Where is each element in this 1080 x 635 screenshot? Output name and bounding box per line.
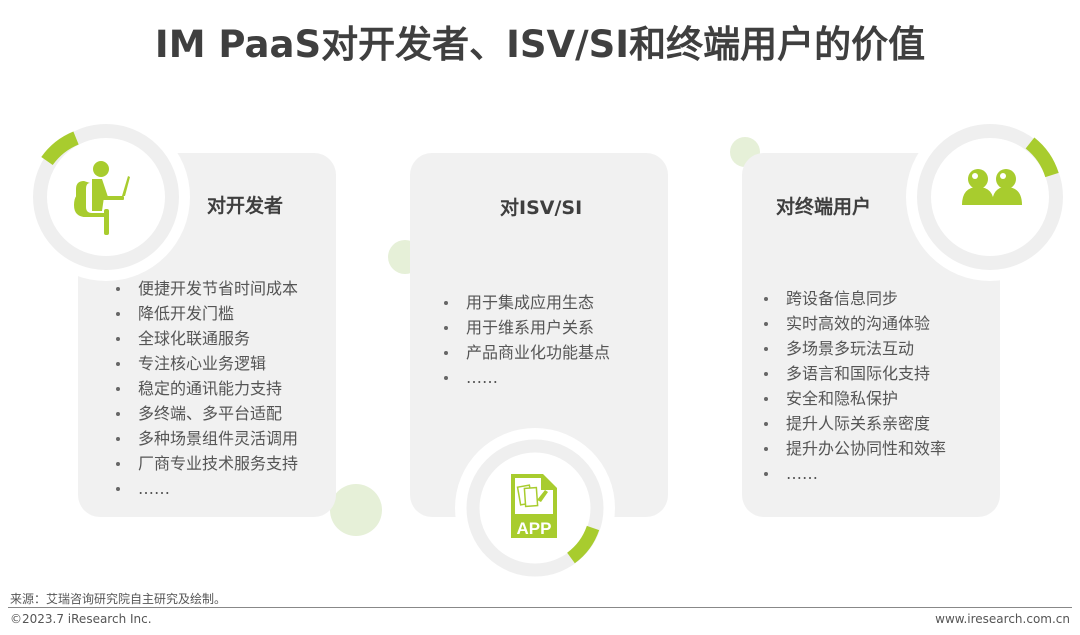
developer-at-laptop-icon: [74, 161, 130, 235]
ring-progress-icon: [33, 124, 179, 270]
list-item: ……: [439, 365, 610, 390]
list-item: 用于集成应用生态: [439, 290, 610, 315]
list-item: ……: [111, 476, 298, 501]
list-item: 提升办公协同性和效率: [759, 436, 946, 461]
isv-benefits-list: 用于集成应用生态 用于维系用户关系 产品商业化功能基点 ……: [439, 290, 610, 390]
source-note: 来源：艾瑞咨询研究院自主研究及绘制。: [10, 592, 227, 606]
list-item: 稳定的通讯能力支持: [111, 376, 298, 401]
list-item: 跨设备信息同步: [759, 286, 946, 311]
decorative-circle: [330, 484, 382, 536]
list-item: 降低开发门槛: [111, 301, 298, 326]
list-item: 安全和隐私保护: [759, 386, 946, 411]
list-item: 专注核心业务逻辑: [111, 351, 298, 376]
footer-divider: [8, 607, 1072, 608]
users-ring: [906, 113, 1074, 281]
card-title-developers: 对开发者: [207, 195, 284, 217]
card-title-end-users: 对终端用户: [776, 196, 872, 218]
svg-text:APP: APP: [517, 519, 552, 538]
list-item: 多场景多玩法互动: [759, 336, 946, 361]
list-item: 多终端、多平台适配: [111, 401, 298, 426]
list-item: 产品商业化功能基点: [439, 340, 610, 365]
developer-ring: [22, 113, 190, 281]
list-item: 便捷开发节省时间成本: [111, 276, 298, 301]
app-file-icon: APP: [511, 474, 557, 538]
isv-ring: APP: [455, 428, 615, 588]
ring-progress-icon: APP: [466, 439, 604, 577]
page-title: IM PaaS对开发者、ISV/SI和终端用户的价值: [154, 23, 926, 66]
list-item: 提升人际关系亲密度: [759, 411, 946, 436]
end-user-benefits-list: 跨设备信息同步 实时高效的沟通体验 多场景多玩法互动 多语言和国际化支持 安全和…: [759, 286, 946, 486]
ring-progress-icon: [917, 124, 1063, 270]
users-icon: [962, 169, 1022, 205]
website-url: www.iresearch.com.cn: [935, 612, 1070, 626]
list-item: ……: [759, 461, 946, 486]
list-item: 厂商专业技术服务支持: [111, 451, 298, 476]
list-item: 实时高效的沟通体验: [759, 311, 946, 336]
list-item: 多语言和国际化支持: [759, 361, 946, 386]
list-item: 多种场景组件灵活调用: [111, 426, 298, 451]
copyright: ©2023.7 iResearch Inc.: [10, 612, 152, 626]
card-title-isv-si: 对ISV/SI: [500, 197, 583, 219]
list-item: 用于维系用户关系: [439, 315, 610, 340]
developer-benefits-list: 便捷开发节省时间成本 降低开发门槛 全球化联通服务 专注核心业务逻辑 稳定的通讯…: [111, 276, 298, 501]
list-item: 全球化联通服务: [111, 326, 298, 351]
